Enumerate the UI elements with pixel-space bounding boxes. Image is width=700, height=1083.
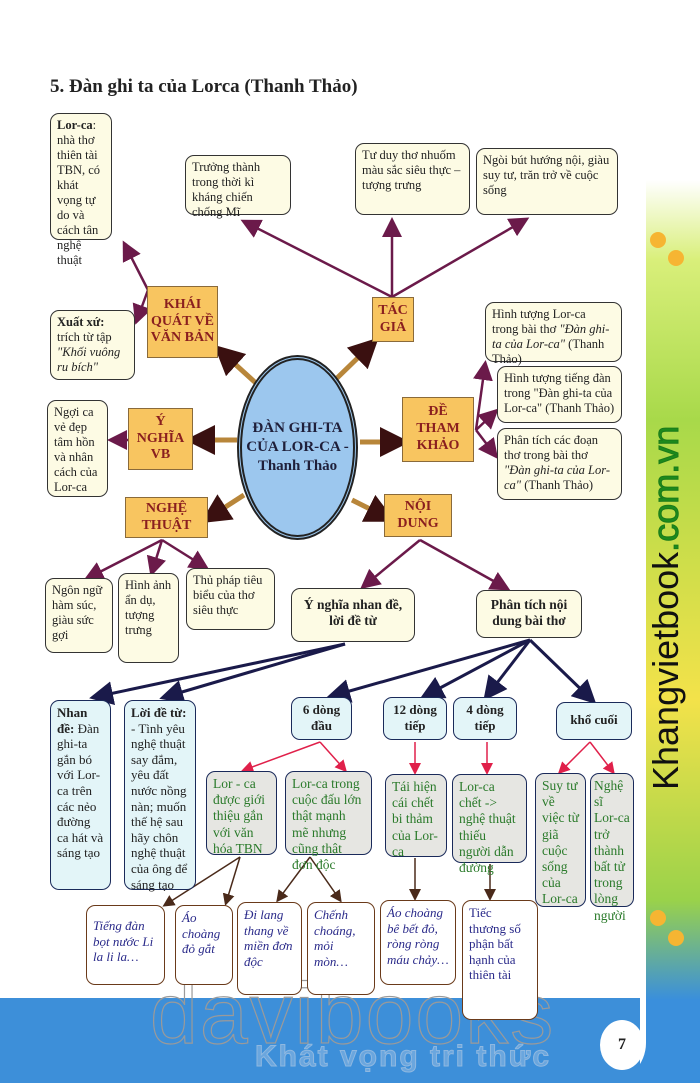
branch-khai-quat: KHÁI QUÁT VỀ VĂN BẢN: [147, 286, 218, 358]
node-de-3: Phân tích các đoạn thơ trong bài thơ "Đà…: [497, 428, 622, 500]
quote-1: Tiếng đàn bọt nước Li la li la…: [86, 905, 165, 985]
section-6-dong-dau: 6 dòng đầu: [291, 697, 352, 740]
page-title: 5. Đàn ghi ta của Lorca (Thanh Thảo): [50, 76, 358, 97]
node-y-nghia-nhan-de: Ý nghĩa nhan đề, lời đề từ: [291, 588, 415, 642]
branch-noi-dung: NỘI DUNG: [384, 494, 452, 537]
branch-de-tham-khao: ĐỀ THAM KHẢO: [402, 397, 474, 462]
quote-4: Chếnh choáng, mỏi mòn…: [307, 902, 375, 995]
section-4-dong-tiep: 4 dòng tiếp: [453, 697, 517, 740]
quote-6: Tiếc thương số phận bất hạnh của thiên t…: [462, 900, 538, 1020]
detail-1: Lor - ca được giới thiệu gắn với văn hóa…: [206, 771, 277, 856]
section-kho-cuoi: khổ cuối: [556, 702, 632, 740]
detail-3: Tái hiện cái chết bi thảm của Lor-ca: [385, 774, 447, 859]
quote-5: Áo choàng bê bết đỏ, ròng ròng máu chảy…: [380, 900, 456, 985]
branch-nghe-thuat: NGHỆ THUẬT: [125, 497, 208, 538]
node-nghe-thuat-1: Ngôn ngữ hàm súc, giàu sức gợi: [45, 578, 113, 653]
node-de-2: Hình tượng tiếng đàn trong "Đàn ghi-ta c…: [497, 366, 622, 423]
central-topic: ĐÀN GHI-TA CỦA LOR-CA - Thanh Thảo: [237, 355, 358, 540]
node-lorca: Lor-ca: nhà thơ thiên tài TBN, có khát v…: [50, 113, 112, 267]
quote-3: Đi lang thang về miền đơn độc: [237, 902, 302, 995]
detail-5: Suy tư về việc từ giã cuộc sống của Lor-…: [535, 773, 586, 907]
detail-4: Lor-ca chết -> nghệ thuật thiếu người dẫ…: [452, 774, 527, 875]
node-tac-gia-2: Tư duy thơ nhuốm màu sắc siêu thực – tượ…: [355, 143, 470, 215]
node-loi-de-tu: Lời đề từ: - Tình yêu nghệ thuật say đắm…: [124, 700, 196, 892]
watermark-slogan: Khát vọng tri thức: [254, 1040, 552, 1074]
node-nghe-thuat-3: Thủ pháp tiêu biểu của thơ siêu thực: [186, 568, 275, 630]
section-12-dong-tiep: 12 dòng tiếp: [383, 697, 447, 740]
node-y-nghia: Ngợi ca vẻ đẹp tâm hồn và nhân cách của …: [47, 400, 108, 497]
detail-2: Lor-ca trong cuộc đấu lớn thật mạnh mẽ n…: [285, 771, 372, 872]
node-xuat-xu: Xuất xứ: trích từ tập "Khối vuông ru bíc…: [50, 310, 135, 380]
branch-tac-gia: TÁC GIẢ: [372, 297, 414, 342]
node-tac-gia-3: Ngòi bút hướng nội, giàu suy tư, trăn tr…: [476, 148, 618, 215]
node-de-1: Hình tượng Lor-ca trong bài thơ "Đàn ghi…: [485, 302, 622, 366]
detail-6: Nghệ sĩ Lor-ca trở thành bất tử trong lò…: [590, 773, 634, 923]
node-nghe-thuat-2: Hình ảnh ẩn dụ, tượng trưng: [118, 573, 179, 663]
node-nhan-de: Nhan đề: Đàn ghi-ta gắn bó với Lor-ca tr…: [50, 700, 111, 890]
quote-2: Áo choàng đỏ gắt: [175, 905, 233, 985]
page-number: 7: [600, 1020, 644, 1070]
branch-y-nghia: Ý NGHĨA VB: [128, 408, 193, 470]
node-tac-gia-1: Trưởng thành trong thời kì kháng chiến c…: [185, 155, 291, 219]
node-phan-tich: Phân tích nội dung bài thơ: [476, 590, 582, 638]
